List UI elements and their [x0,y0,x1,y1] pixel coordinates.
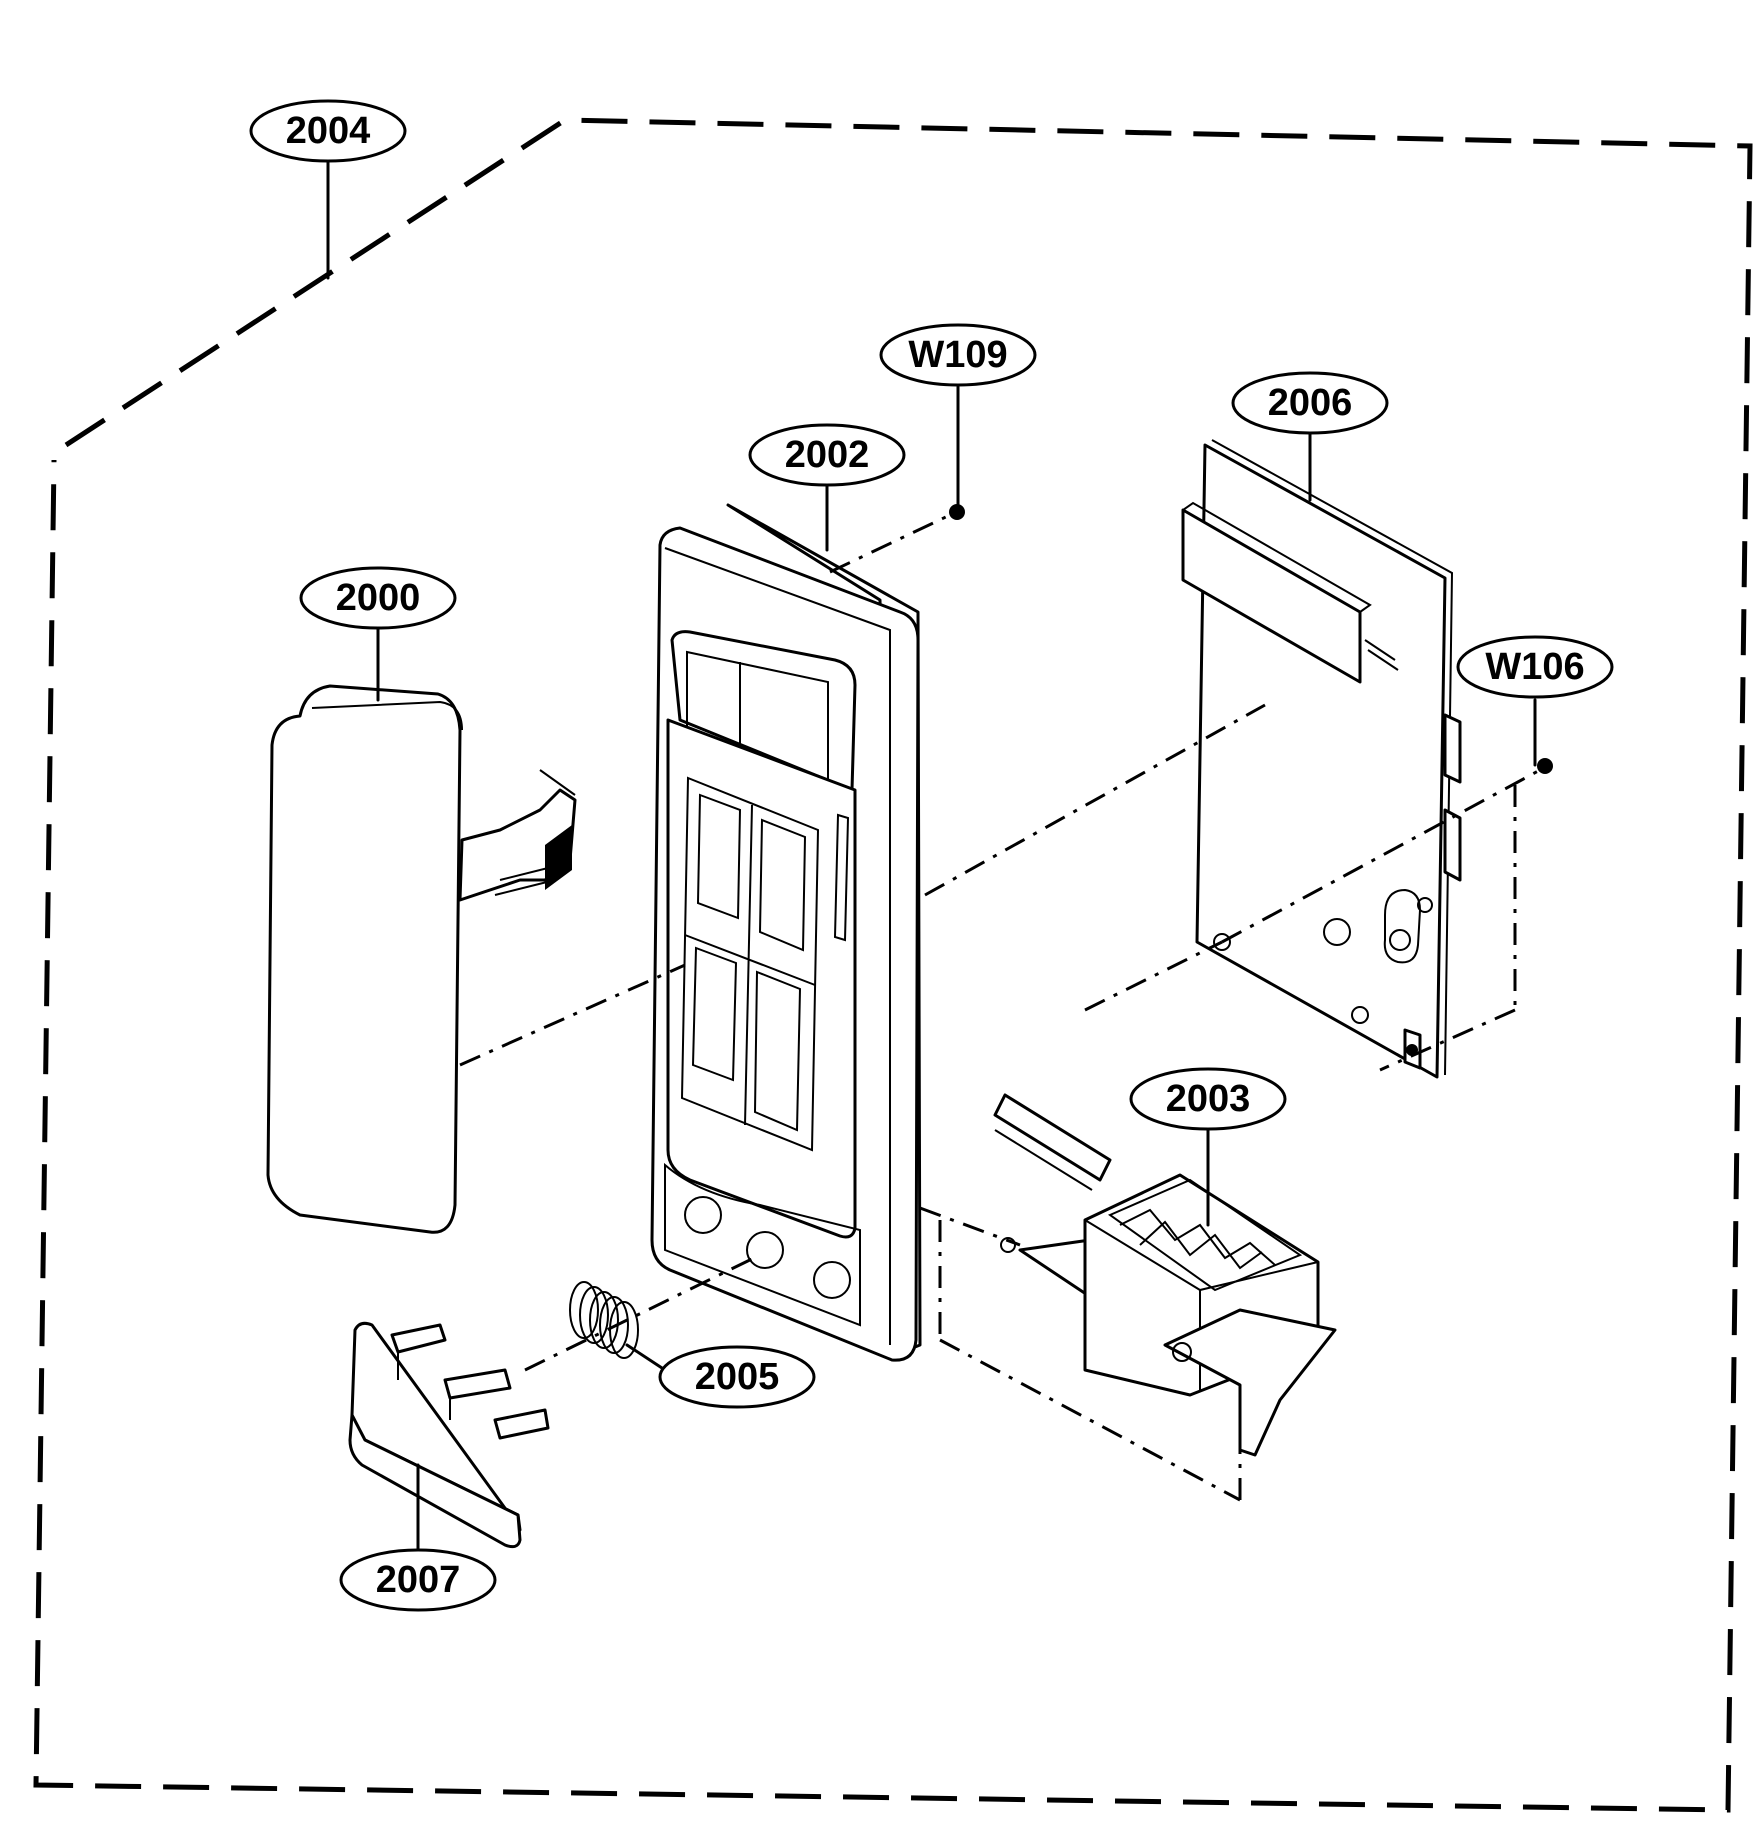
pcb-part [1181,439,1462,1079]
callout-2002-text: 2002 [785,434,870,476]
control-panel-part [650,503,922,1362]
latch-lever-part [993,1093,1337,1457]
callout-2007-text: 2007 [376,1559,461,1601]
callout-w106: W106 [1456,635,1614,699]
callout-2006-text: 2006 [1268,382,1353,424]
callout-2005: 2005 [658,1345,816,1409]
screw-w109 [949,504,965,520]
callout-w109-text: W109 [908,334,1007,376]
callout-2007: 2007 [339,1548,497,1612]
assembly-boundary [33,117,1753,1813]
leader-lines [326,158,1537,1554]
callout-2003-text: 2003 [1166,1078,1251,1120]
callout-w106-text: W106 [1485,646,1584,688]
callout-2004: 2004 [249,99,407,163]
callout-2002: 2002 [748,423,906,487]
callout-w109: W109 [879,323,1037,387]
callout-2005-text: 2005 [695,1356,780,1398]
callout-2003: 2003 [1129,1067,1287,1131]
callout-2000-text: 2000 [336,577,421,619]
assembly-guides [459,513,1541,1502]
door-button-part [348,1321,550,1549]
callout-2000: 2000 [299,566,457,630]
screw-w106 [1537,758,1553,774]
callout-2004-text: 2004 [286,110,371,152]
membrane-part [266,684,577,1234]
callout-2006: 2006 [1231,371,1389,435]
